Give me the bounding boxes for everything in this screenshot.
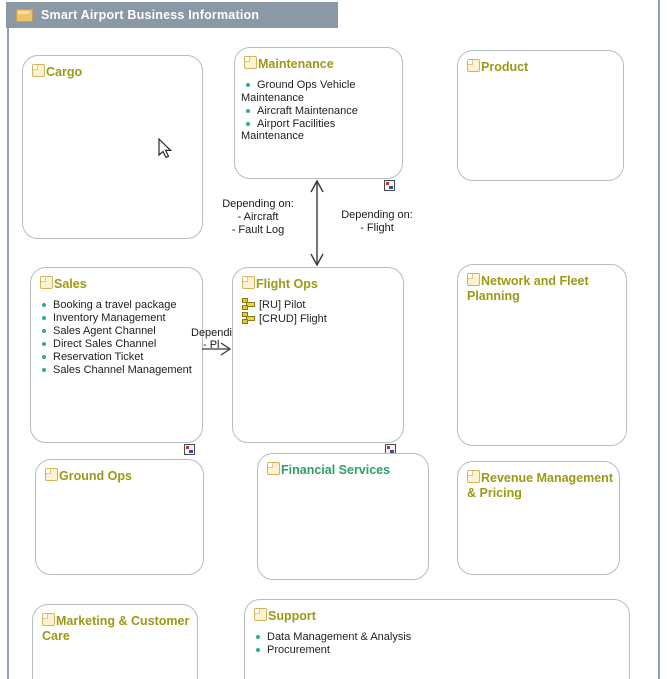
box-flight-ops[interactable]: Flight Ops [RU] Pilot [CRUD] Flight: [232, 267, 404, 455]
bullet-icon: [42, 355, 46, 359]
box-title: Ground Ops: [59, 469, 132, 483]
box-network-fleet-planning[interactable]: Network and Fleet Planning: [457, 264, 627, 446]
dependency-label-sales-clipped-line2[interactable]: - Pl: [203, 339, 220, 351]
capability-list: Ground Ops Vehicle Maintenance Aircraft …: [235, 79, 402, 143]
note-icon: [244, 56, 257, 69]
nested-model-icon[interactable]: [184, 444, 195, 455]
box-financial-services[interactable]: Financial Services: [257, 453, 429, 580]
capability-list: Booking a travel package Inventory Manag…: [31, 299, 202, 377]
note-icon: [42, 613, 55, 626]
dependency-label-sales-clipped[interactable]: Dependi: [191, 327, 232, 339]
bullet-icon: [246, 83, 250, 87]
list-item: Aircraft Maintenance: [241, 105, 397, 118]
bullet-icon: [42, 303, 46, 307]
list-item: Inventory Management: [37, 312, 197, 325]
note-icon: [254, 608, 267, 621]
list-item: Direct Sales Channel: [37, 338, 197, 351]
dependency-label-flight[interactable]: Depending on: - Flight: [341, 209, 413, 234]
note-icon: [242, 276, 255, 289]
note-icon: [32, 64, 45, 77]
bullet-icon: [42, 316, 46, 320]
note-icon: [467, 273, 480, 286]
list-item: [RU] Pilot: [242, 298, 398, 312]
bullet-icon: [246, 121, 250, 126]
crud-icon: [242, 298, 255, 310]
bullet-icon: [256, 635, 260, 639]
nested-model-icon[interactable]: [384, 180, 395, 191]
box-title: Support: [268, 609, 316, 623]
box-title: Network and Fleet Planning: [467, 274, 589, 303]
list-item: Sales Channel Management: [37, 364, 197, 377]
canvas-right-border: [658, 0, 660, 679]
bullet-icon: [42, 342, 46, 346]
box-product[interactable]: Product: [457, 50, 624, 181]
arrow-maintenance-flightops[interactable]: [310, 179, 324, 267]
list-item: [CRUD] Flight: [242, 312, 398, 326]
box-title: Cargo: [46, 65, 83, 79]
box-maintenance[interactable]: Maintenance Ground Ops Vehicle Maintenan…: [234, 47, 403, 191]
box-marketing-customer-care[interactable]: Marketing & Customer Care: [32, 604, 198, 679]
box-cargo[interactable]: Cargo: [22, 55, 203, 239]
box-revenue-management-pricing[interactable]: Revenue Management & Pricing: [457, 461, 620, 575]
list-item: Ground Ops Vehicle Maintenance: [241, 79, 356, 104]
list-item: Reservation Ticket: [37, 351, 197, 364]
box-title: Flight Ops: [256, 277, 318, 291]
bullet-icon: [246, 108, 250, 113]
box-title: Marketing & Customer Care: [42, 614, 190, 643]
dependency-label-maintenance[interactable]: Depending on: - Aircraft - Fault Log: [222, 198, 294, 236]
bullet-icon: [42, 368, 46, 372]
box-sales[interactable]: Sales Booking a travel package Inventory…: [30, 267, 203, 455]
diagram-title-bar[interactable]: Smart Airport Business Information: [6, 2, 338, 28]
box-title: Revenue Management & Pricing: [467, 471, 613, 500]
list-item: Procurement: [251, 644, 624, 657]
box-title: Product: [481, 60, 529, 74]
note-icon: [45, 468, 58, 481]
folder-icon: [16, 8, 33, 22]
box-title: Financial Services: [281, 463, 391, 477]
diagram-title: Smart Airport Business Information: [41, 8, 260, 22]
list-item: Booking a travel package: [37, 299, 197, 312]
crud-list: [RU] Pilot [CRUD] Flight: [233, 298, 403, 326]
box-ground-ops[interactable]: Ground Ops: [35, 459, 204, 575]
note-icon: [467, 59, 480, 72]
box-support[interactable]: Support Data Management & Analysis Procu…: [244, 599, 630, 679]
note-icon: [40, 276, 53, 289]
list-item: Sales Agent Channel: [37, 325, 197, 338]
crud-icon: [242, 312, 255, 324]
canvas-left-border: [7, 2, 9, 679]
capability-list: Data Management & Analysis Procurement: [245, 631, 629, 657]
list-item: Airport Facilities Maintenance: [241, 117, 336, 143]
bullet-icon: [256, 648, 260, 652]
box-title: Sales: [54, 277, 87, 291]
bullet-icon: [42, 329, 46, 333]
list-item: Data Management & Analysis: [251, 631, 624, 644]
note-icon: [267, 462, 280, 475]
note-icon: [467, 470, 480, 483]
box-title: Maintenance: [258, 57, 334, 71]
